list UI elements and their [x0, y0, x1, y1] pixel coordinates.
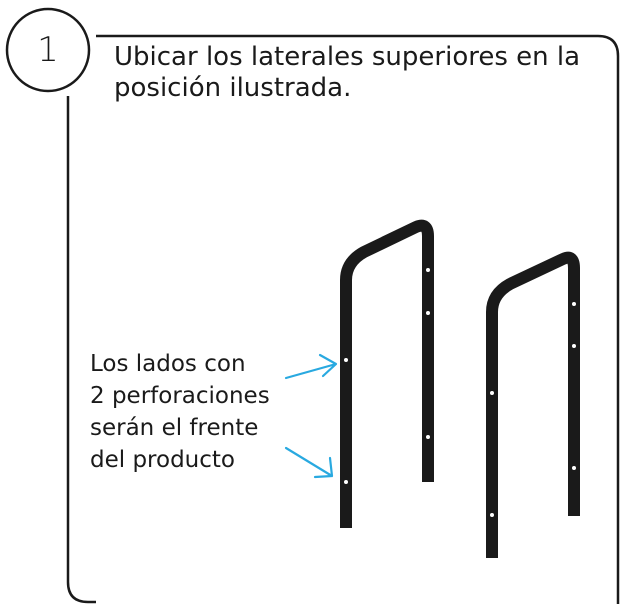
hole-right-back-2: [572, 344, 576, 348]
hole-left-back-1: [426, 268, 430, 272]
arrow-right-icon: [284, 353, 338, 380]
hole-left-front-upper: [344, 358, 348, 362]
step-border: [66, 34, 620, 604]
hole-right-back-1: [572, 302, 576, 306]
hole-left-front-lower: [344, 480, 348, 484]
callout-line-2: 2 perforaciones: [90, 383, 270, 409]
callout-line-4: del producto: [90, 447, 235, 473]
step-circle: [5, 7, 91, 93]
side-rail-left: [340, 219, 434, 528]
callout-line-1: Los lados con: [90, 351, 246, 377]
hole-right-back-3: [572, 466, 576, 470]
hole-right-front-upper: [490, 391, 494, 395]
hole-left-back-3: [426, 435, 430, 439]
hole-right-front-lower: [490, 513, 494, 517]
hole-left-back-2: [426, 311, 430, 315]
front-side-callout: Los lados con 2 perforaciones serán el f…: [90, 348, 320, 476]
callout-line-3: serán el frente: [90, 415, 259, 441]
step-instruction: Ubicar los laterales superiores en la po…: [114, 42, 581, 103]
side-rail-right: [486, 251, 580, 558]
arrow-down-right-icon: [284, 446, 334, 479]
step-number: 1: [37, 30, 59, 70]
